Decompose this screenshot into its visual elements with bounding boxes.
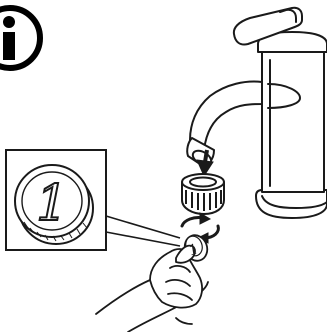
info-icon bbox=[0, 8, 40, 68]
faucet-spout bbox=[190, 82, 262, 150]
callout-connector bbox=[106, 216, 180, 246]
coin-large-label: 1 bbox=[36, 174, 68, 232]
aerator bbox=[182, 174, 224, 214]
faucet-base bbox=[256, 190, 327, 218]
faucet-body bbox=[262, 52, 324, 192]
coin-callout-box: 1 bbox=[6, 150, 106, 250]
